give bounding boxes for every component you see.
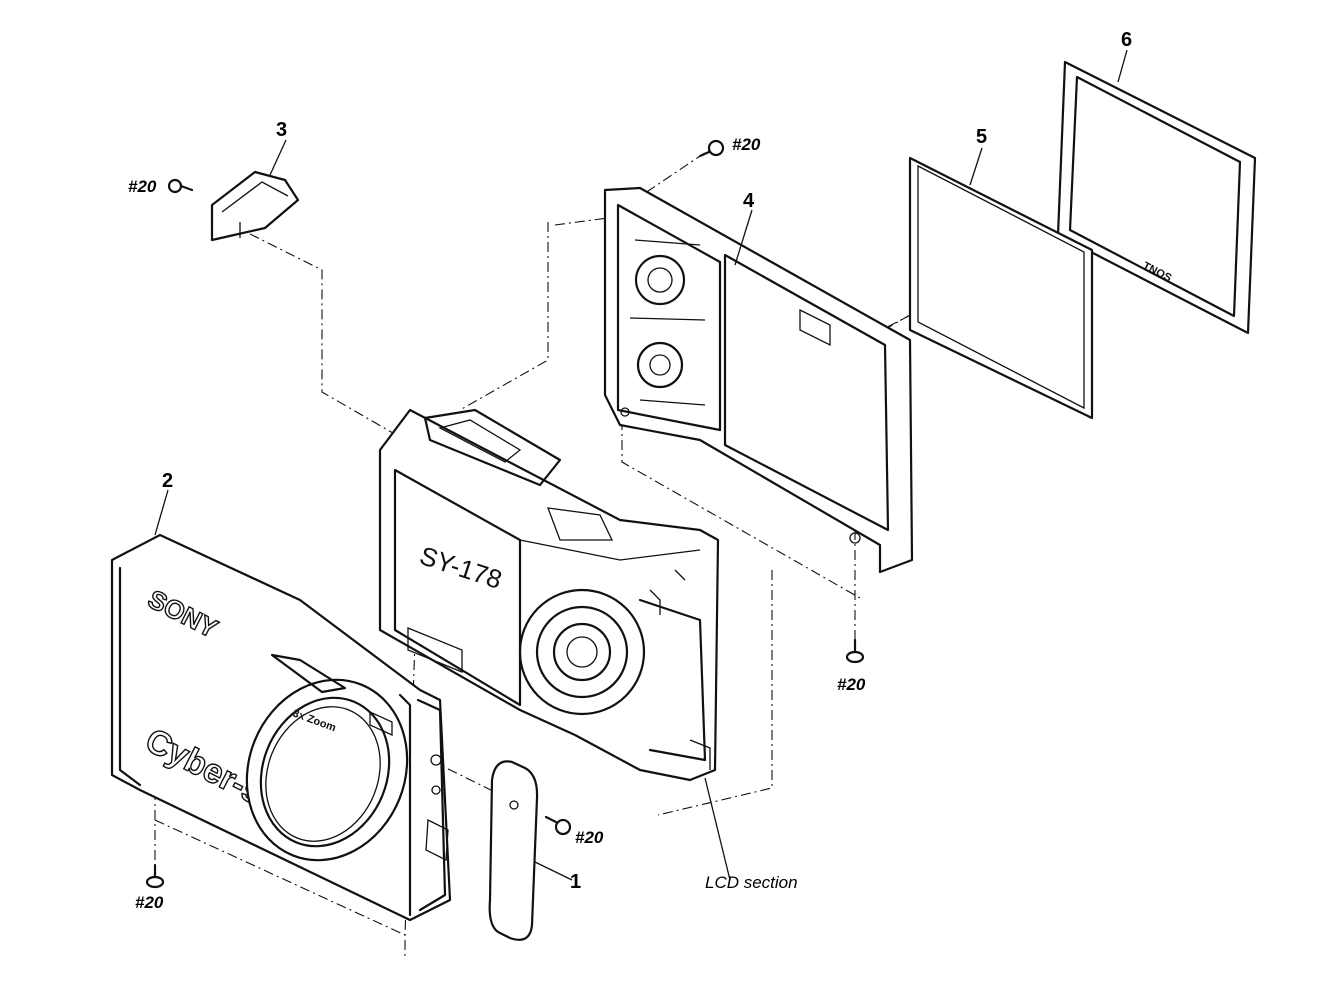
screw-icon <box>145 863 165 889</box>
rear-cabinet-part-4 <box>603 186 914 574</box>
screw-label: #20 <box>575 828 604 847</box>
screw-label: #20 <box>732 135 761 154</box>
part-number-5: 5 <box>976 126 987 148</box>
side-panel-part-1 <box>488 760 539 941</box>
part-number-2: 2 <box>162 470 173 492</box>
lcd-sheet-part-5 <box>908 156 1094 420</box>
screw-icon <box>544 815 572 836</box>
part-number-4: 4 <box>743 190 755 212</box>
screw-icon <box>167 178 194 194</box>
screw-label: #20 <box>837 675 866 694</box>
part-number-6: 6 <box>1121 29 1132 51</box>
part-number-labels: 1 2 3 4 5 6 <box>162 29 1132 893</box>
screw-label: #20 <box>135 893 164 912</box>
screw-label: #20 <box>128 177 157 196</box>
lcd-section-label: LCD section <box>705 873 798 892</box>
main-chassis-assembly: SY-178 <box>378 408 720 782</box>
leader-lines <box>154 49 1128 881</box>
part-number-1: 1 <box>570 871 581 893</box>
lcd-bezel-part-6: TNOS <box>1056 60 1257 335</box>
front-cabinet-part-2: SONY Cyber-shot 3x Zoom <box>110 533 452 922</box>
screws: #20 #20 #20 #20 #20 <box>128 135 866 912</box>
button-cap-part-3 <box>210 170 300 242</box>
screw-icon <box>698 139 725 158</box>
part-number-3: 3 <box>276 119 287 141</box>
screw-icon <box>845 638 865 664</box>
